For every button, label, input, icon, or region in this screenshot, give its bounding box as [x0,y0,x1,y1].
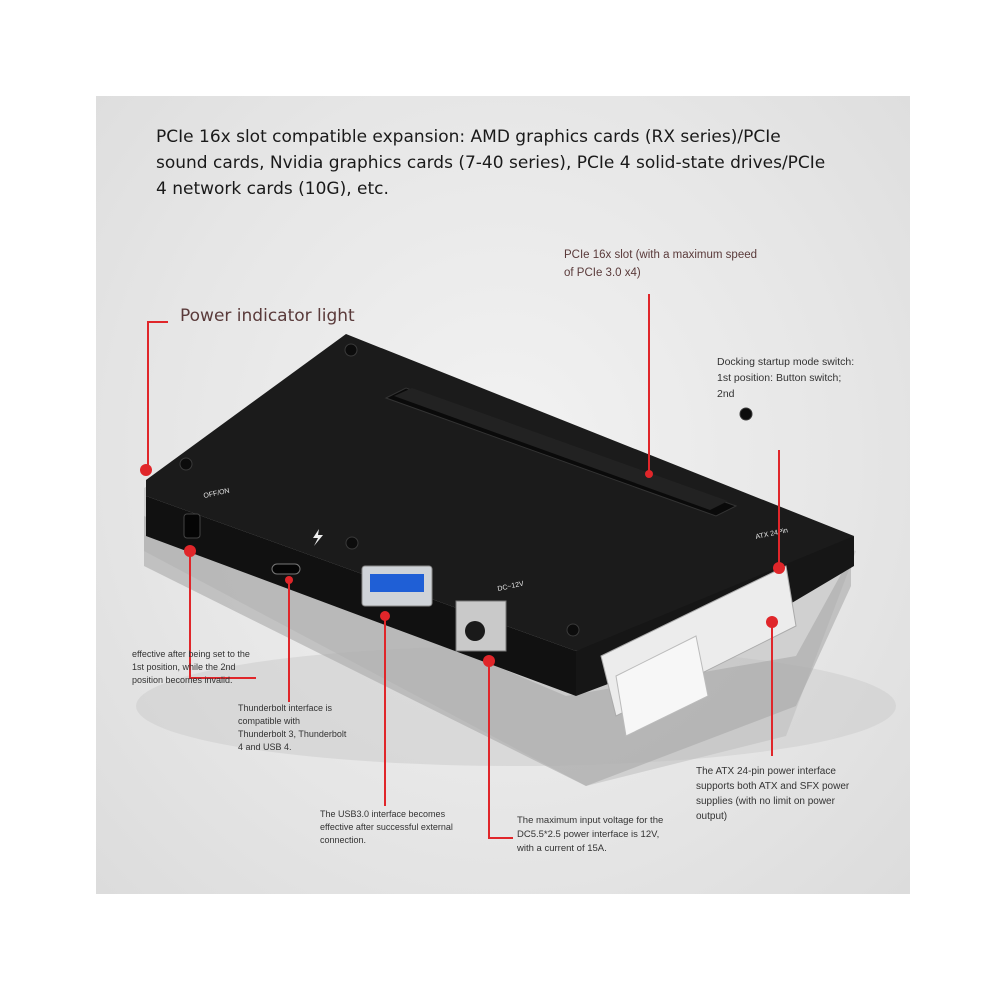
power-indicator-callout: Power indicator light [180,306,355,326]
callout-power [147,321,168,468]
screw [566,623,580,637]
thunderbolt-callout: Thunderbolt interface is compatible with… [238,703,347,752]
usb3-callout: The USB3.0 interface becomes effective a… [320,809,453,845]
product-image-panel: OFF/ON DC~12V ATX 24Pin PCIe 16x slot co… [96,96,910,894]
switch-note-callout: effective after being set to the 1st pos… [132,649,250,685]
screw [179,457,193,471]
pcie-slot [384,387,738,517]
dc-input-callout: The maximum input voltage for the DC5.5*… [517,815,664,854]
thunderbolt-port [271,563,301,575]
pcie-slot-callout: PCIe 16x slot (with a maximum speed of P… [564,249,758,279]
callout-dc [488,662,513,839]
headline-text: PCIe 16x slot compatible expansion: AMD … [156,127,826,199]
top-plate [146,334,854,651]
docking-mode-callout: Docking startup mode switch: 1st positio… [717,356,855,400]
screw [739,407,753,421]
callout-switch [189,552,256,679]
screw [344,343,358,357]
callout-lines [140,294,785,839]
power-switch [183,513,201,539]
thunderbolt-icon [313,529,323,546]
screw [345,536,359,550]
atx-24pin-connector [600,565,797,737]
atx-callout: The ATX 24-pin power interface supports … [696,766,850,822]
dock-device-illustration: OFF/ON DC~12V ATX 24Pin [136,294,896,839]
